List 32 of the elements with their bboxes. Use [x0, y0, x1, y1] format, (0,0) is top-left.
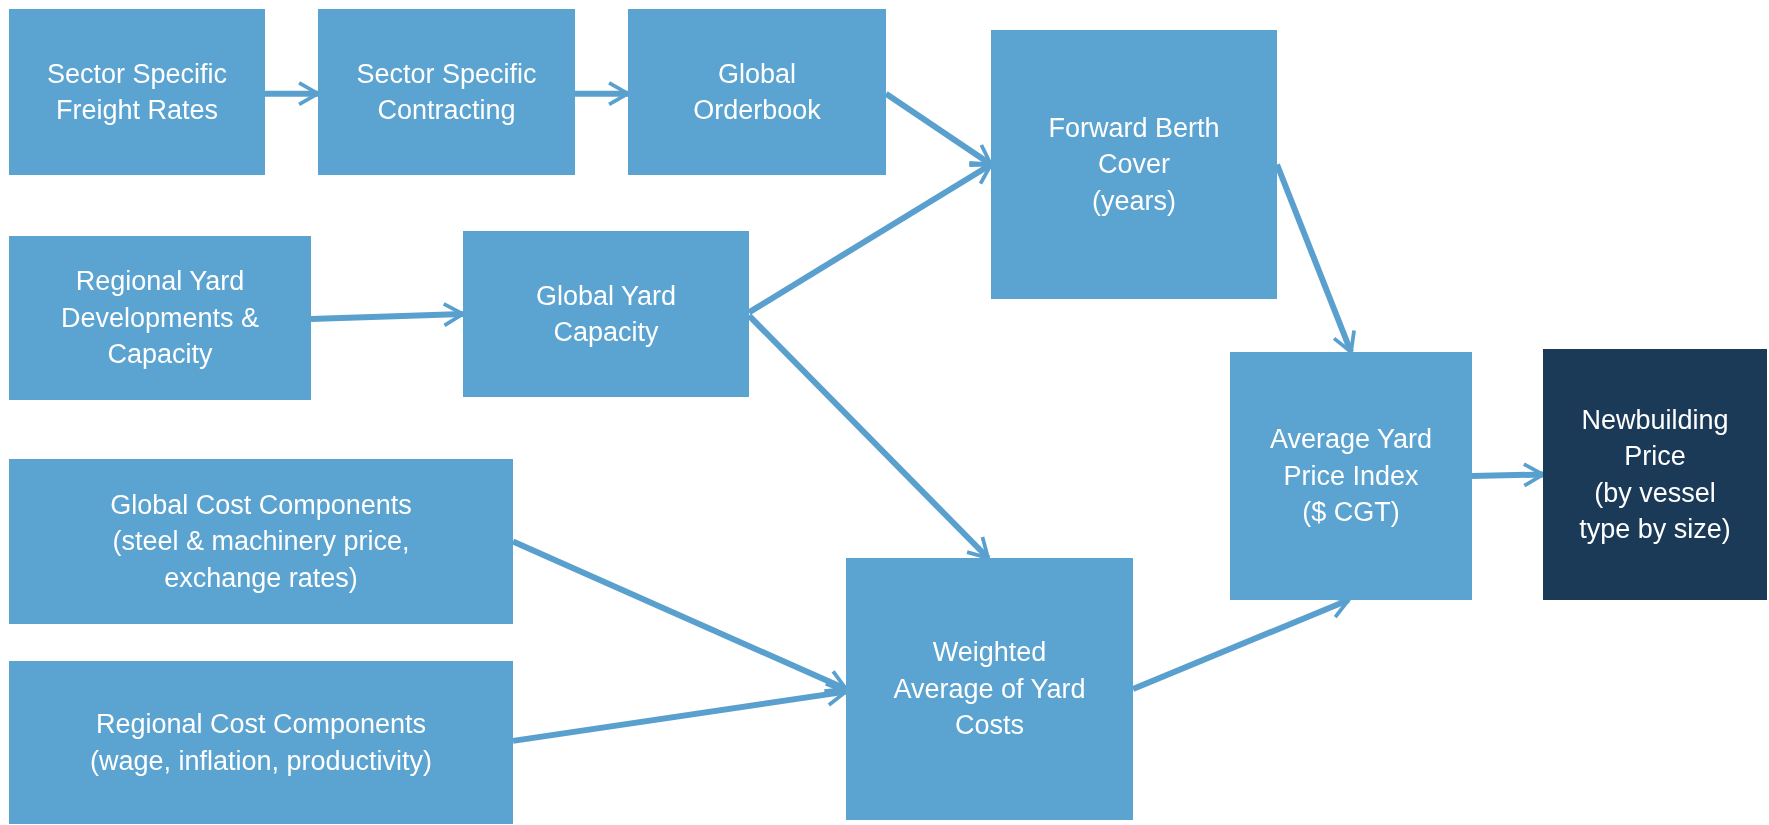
process-box	[846, 558, 1133, 820]
box-label: (years)	[1092, 184, 1176, 218]
process-box	[9, 459, 513, 624]
box-label: (by vessel type by size)	[1578, 476, 1732, 546]
box-label: Average Yard Price Index	[1268, 423, 1434, 493]
process-box	[9, 236, 311, 400]
box-label: Sector Specific Contracting	[355, 57, 538, 127]
box-label: Newbuilding Price	[1580, 403, 1730, 474]
process-box	[1543, 349, 1767, 600]
arrow	[512, 681, 848, 744]
box-label: Weighted Average of Yard Costs	[892, 636, 1087, 743]
arrow	[265, 80, 320, 107]
arrow	[310, 301, 465, 328]
arrow	[1471, 462, 1545, 488]
arrow	[575, 80, 630, 107]
process-box	[318, 9, 575, 175]
process-box	[1230, 352, 1472, 600]
box-label: Global Orderbook	[692, 57, 822, 127]
box-label: (wage, inflation, productivity)	[89, 744, 433, 778]
box-label: Sector Specific Freight Rates	[45, 57, 229, 127]
process-box	[9, 9, 265, 175]
box-label: Regional Cost Components	[95, 708, 427, 742]
box-label: (steel & machinery price, exchange rates)	[111, 525, 411, 595]
process-box	[463, 231, 749, 397]
box-label: Global Cost Components	[110, 488, 412, 522]
process-box	[9, 661, 513, 824]
box-label: ($ CGT)	[1302, 496, 1400, 530]
box-label: Global Yard Capacity	[534, 279, 678, 349]
box-label: Regional Yard Developments & Capacity	[59, 265, 261, 372]
box-label: Forward Berth Cover	[1047, 111, 1221, 182]
process-box	[628, 9, 886, 175]
process-box	[991, 30, 1277, 299]
